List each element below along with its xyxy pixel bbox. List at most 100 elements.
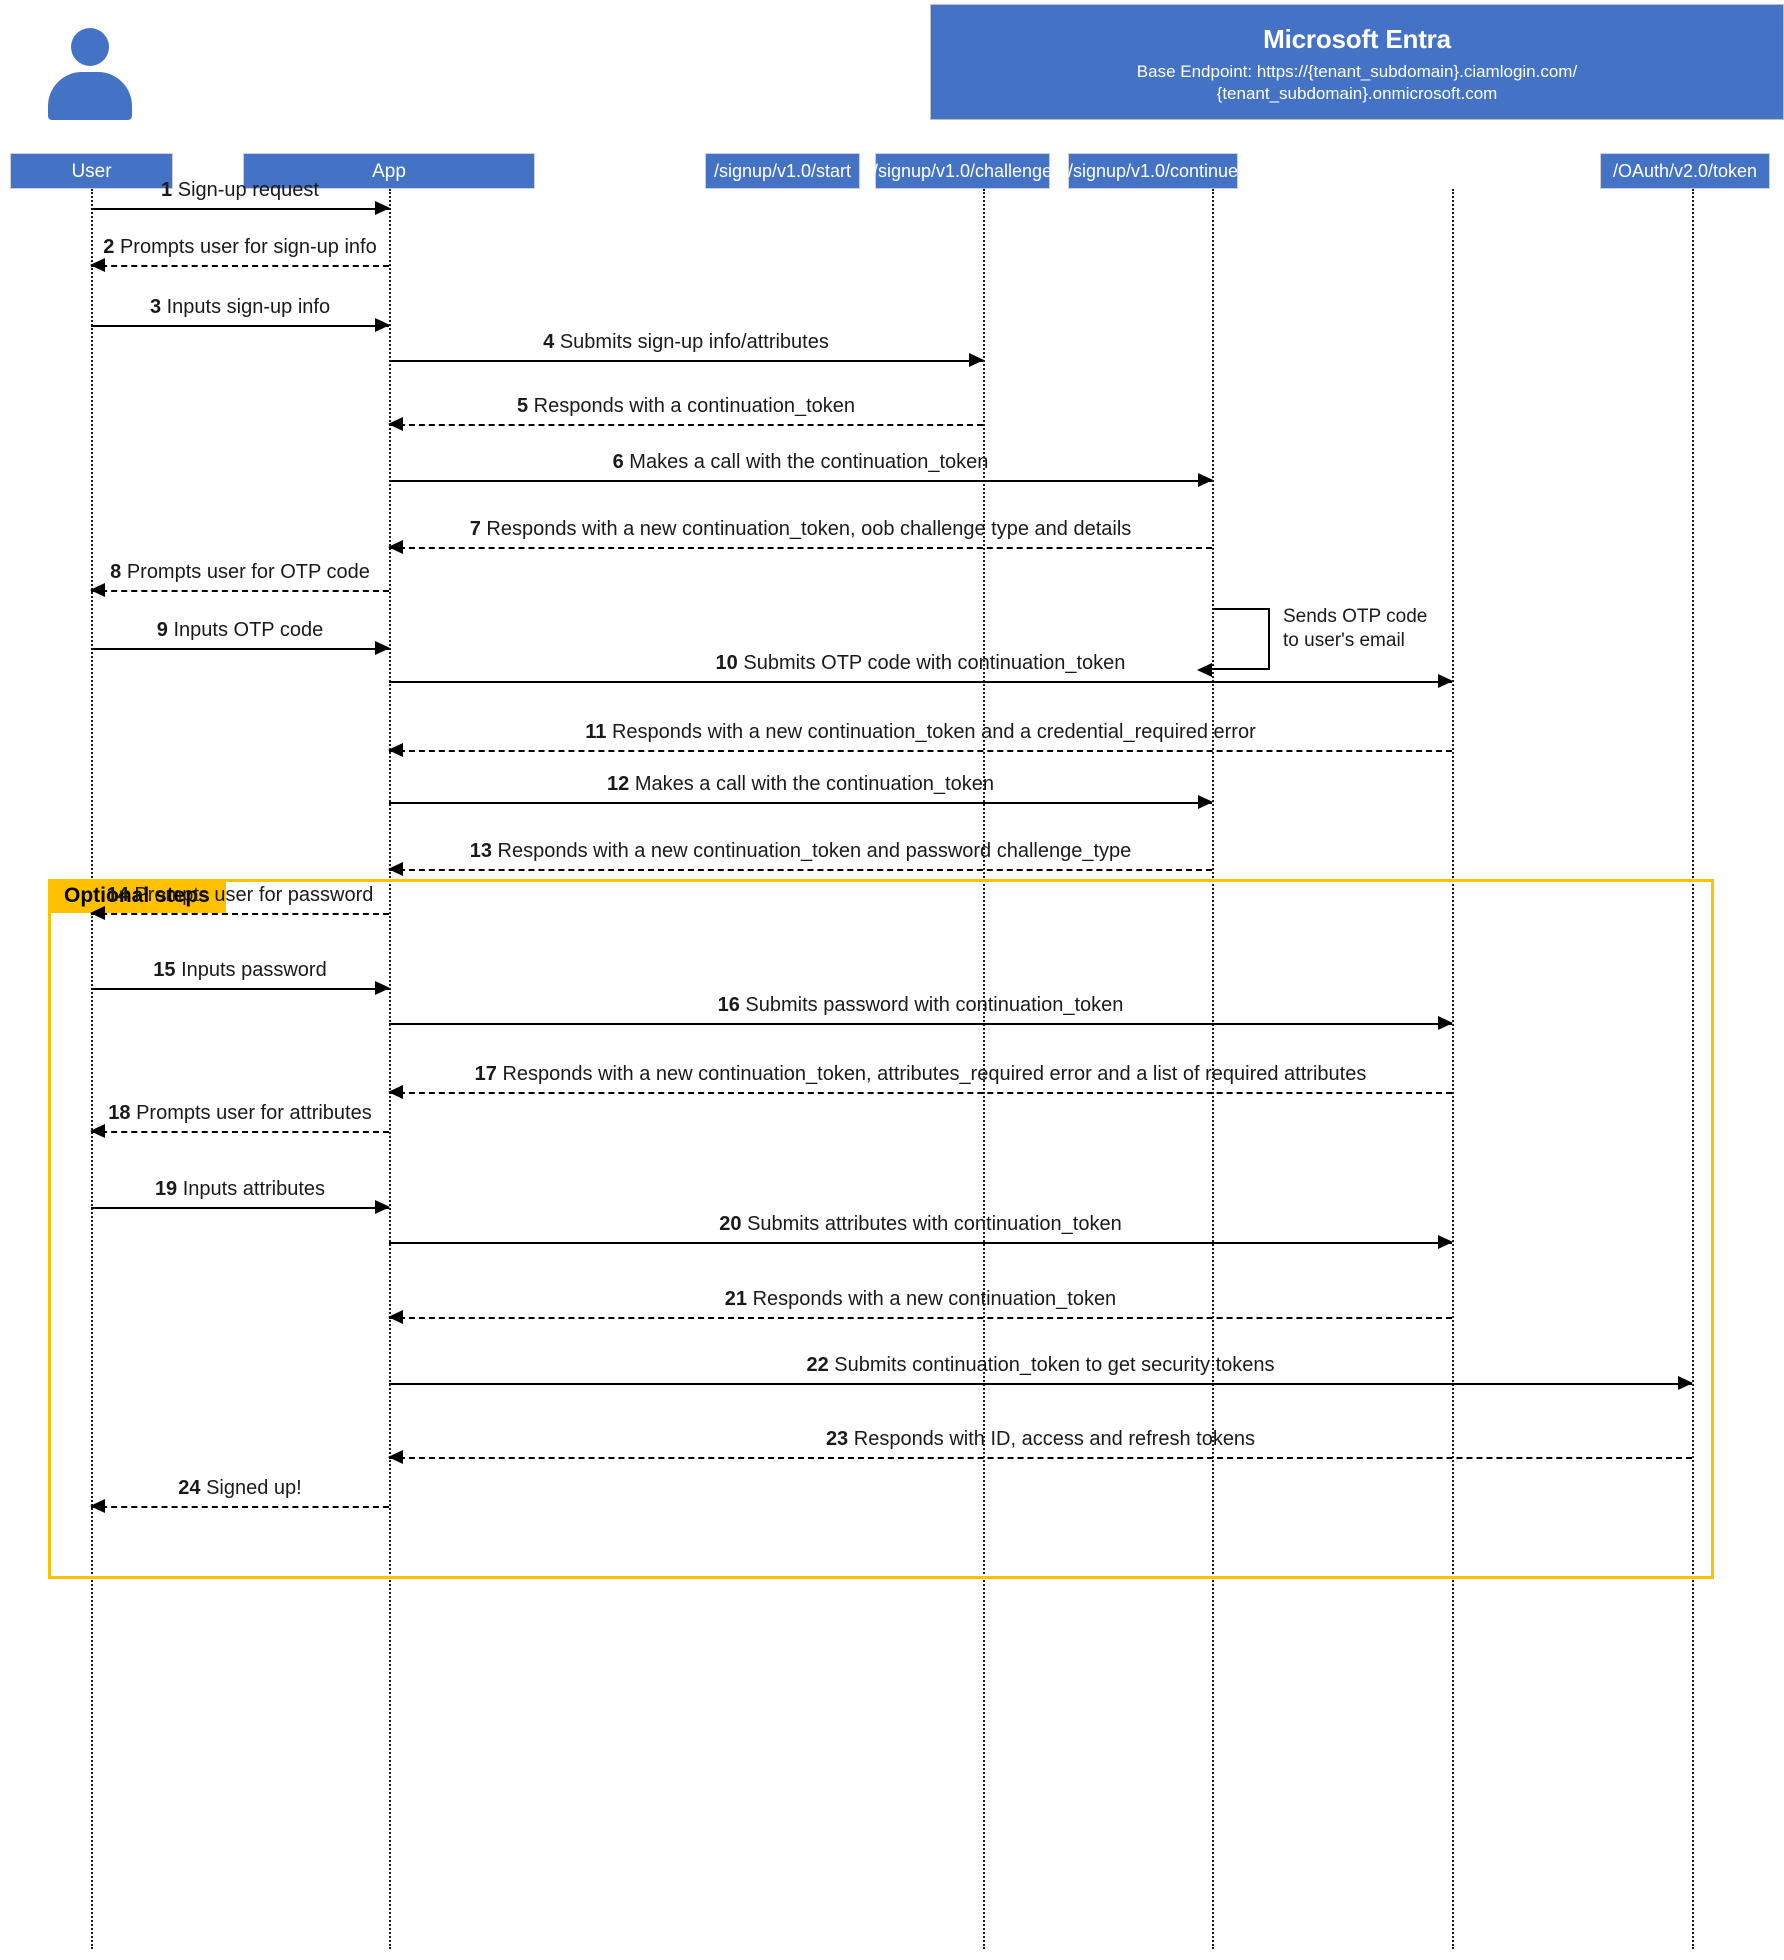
message-line-4: [389, 360, 983, 362]
message-text-22: Submits continuation_token to get securi…: [834, 1354, 1275, 1376]
message-number-3: 3: [149, 296, 162, 318]
message-label-17: 17 Responds with a new continuation_toke…: [389, 1063, 1452, 1086]
message-label-13: 13 Responds with a new continuation_toke…: [389, 840, 1212, 863]
message-arrowhead-icon-15: [375, 981, 390, 995]
message-arrowhead-icon-13: [388, 862, 403, 876]
message-number-23: 23: [825, 1428, 849, 1450]
message-arrowhead-icon-23: [388, 1450, 403, 1464]
message-arrowhead-icon-7: [388, 540, 403, 554]
participant-header-challenge: /signup/v1.0/challenge: [872, 153, 1053, 189]
message-text-17: Responds with a new continuation_token, …: [502, 1063, 1367, 1085]
message-number-2: 2: [103, 236, 115, 258]
message-arrowhead-icon-4: [969, 353, 984, 367]
message-text-5: Responds with a continuation_token: [533, 395, 855, 417]
message-text-16: Submits password with continuation_token: [745, 994, 1124, 1016]
message-text-18: Prompts user for attributes: [136, 1102, 372, 1124]
participant-label-challenge: /signup/v1.0/challenge: [872, 161, 1053, 181]
message-line-22: [389, 1383, 1692, 1385]
message-line-2: [91, 265, 389, 267]
message-label-16: 16 Submits password with continuation_to…: [389, 994, 1452, 1017]
message-arrowhead-icon-3: [375, 318, 390, 332]
lifeline-token: [1692, 189, 1694, 1949]
message-arrowhead-icon-9: [375, 641, 390, 655]
message-arrowhead-icon-16: [1438, 1016, 1453, 1030]
message-label-12: 12 Makes a call with the continuation_to…: [389, 773, 1212, 796]
message-text-21: Responds with a new continuation_token: [752, 1288, 1117, 1310]
message-label-19: 19 Inputs attributes: [91, 1178, 389, 1201]
message-label-20: 20 Submits attributes with continuation_…: [389, 1213, 1452, 1236]
message-text-23: Responds with ID, access and refresh tok…: [853, 1428, 1256, 1450]
message-line-10: [389, 681, 1452, 683]
message-line-21: [389, 1317, 1452, 1319]
participant-header-app: App: [243, 153, 535, 189]
message-number-16: 16: [717, 994, 740, 1016]
message-text-1: Sign-up request: [177, 179, 319, 201]
message-line-17: [389, 1092, 1452, 1094]
participant-label-user: User: [71, 160, 112, 182]
message-number-8: 8: [110, 561, 122, 583]
optional-steps-label: Optional steps: [48, 879, 226, 913]
optional-steps-fragment: [48, 879, 1714, 1579]
message-arrowhead-icon-11: [388, 743, 403, 757]
lifeline-continue: [1452, 189, 1454, 1949]
message-line-24: [91, 1506, 389, 1508]
lifeline-start: [983, 189, 985, 1949]
message-line-20: [389, 1242, 1452, 1244]
message-arrowhead-icon-1: [375, 201, 390, 215]
entra-base-endpoint-line2: {tenant_subdomain}.onmicrosoft.com: [1216, 83, 1498, 103]
message-text-4: Submits sign-up info/attributes: [559, 331, 829, 353]
message-label-3: 3 Inputs sign-up info: [91, 296, 389, 319]
message-number-11: 11: [585, 721, 607, 743]
message-arrowhead-icon-21: [388, 1310, 403, 1324]
message-arrowhead-icon-8: [90, 583, 105, 597]
entra-banner-subtitle: Base Endpoint: https://{tenant_subdomain…: [931, 61, 1783, 105]
message-text-11: Responds with a new continuation_token a…: [611, 721, 1256, 743]
message-line-9: [91, 648, 389, 650]
message-line-15: [91, 988, 389, 990]
message-number-22: 22: [806, 1354, 829, 1376]
message-text-8: Prompts user for OTP code: [126, 561, 370, 583]
entra-banner-title: Microsoft Entra: [1263, 24, 1451, 54]
message-label-2: 2 Prompts user for sign-up info: [91, 236, 389, 259]
message-arrowhead-icon-2: [90, 258, 105, 272]
message-text-12: Makes a call with the continuation_token: [634, 773, 994, 795]
message-label-22: 22 Submits continuation_token to get sec…: [389, 1354, 1692, 1377]
message-number-4: 4: [543, 331, 555, 353]
message-label-7: 7 Responds with a new continuation_token…: [389, 518, 1212, 541]
participant-label-app: App: [372, 160, 406, 182]
message-arrowhead-icon-22: [1678, 1376, 1693, 1390]
message-label-11: 11 Responds with a new continuation_toke…: [389, 721, 1452, 744]
message-text-15: Inputs password: [181, 959, 327, 981]
entra-banner: Microsoft Entra Base Endpoint: https://{…: [930, 4, 1784, 120]
message-text-6: Makes a call with the continuation_token: [629, 451, 989, 473]
message-line-13: [389, 869, 1212, 871]
message-label-21: 21 Responds with a new continuation_toke…: [389, 1288, 1452, 1311]
message-line-6: [389, 480, 1212, 482]
message-arrowhead-icon-19: [375, 1200, 390, 1214]
message-label-8: 8 Prompts user for OTP code: [91, 561, 389, 584]
message-line-5: [389, 424, 983, 426]
message-number-6: 6: [612, 451, 624, 473]
message-text-10: Submits OTP code with continuation_token: [743, 652, 1126, 674]
message-line-16: [389, 1023, 1452, 1025]
message-number-12: 12: [607, 773, 630, 795]
message-label-1: 1 Sign-up request: [91, 179, 389, 202]
message-arrowhead-icon-6: [1198, 473, 1213, 487]
message-label-10: 10 Submits OTP code with continuation_to…: [389, 652, 1452, 675]
message-number-15: 15: [153, 959, 176, 981]
participant-header-user: User: [10, 153, 173, 189]
message-text-3: Inputs sign-up info: [166, 296, 331, 318]
participant-label-token: /OAuth/v2.0/token: [1612, 161, 1758, 181]
message-number-1: 1: [161, 179, 173, 201]
lifeline-app: [389, 189, 391, 1949]
message-arrowhead-icon-12: [1198, 795, 1213, 809]
participant-label-start: /signup/v1.0/start: [713, 161, 852, 181]
message-number-10: 10: [715, 652, 738, 674]
message-label-18: 18 Prompts user for attributes: [91, 1102, 389, 1125]
entra-base-endpoint-line1: Base Endpoint: https://{tenant_subdomain…: [1136, 61, 1578, 81]
message-arrowhead-icon-24: [90, 1499, 105, 1513]
message-label-15: 15 Inputs password: [91, 959, 389, 982]
message-line-8: [91, 590, 389, 592]
avatar-body-shape: [48, 72, 132, 120]
